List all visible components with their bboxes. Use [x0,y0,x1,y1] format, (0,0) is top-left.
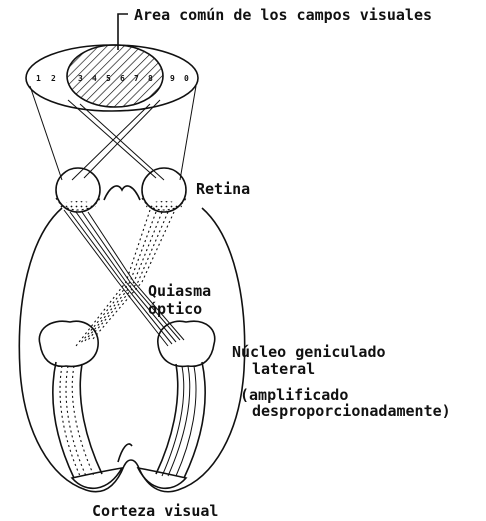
lgn-label-line2: lateral [252,360,315,378]
cortex-label: Corteza visual [92,502,218,520]
chiasm-label-line2: óptico [148,300,202,318]
field-number-6: 6 [120,74,125,83]
left-lgn [39,321,98,366]
field-number-8: 8 [148,74,153,83]
lgn-label-line1: Núcleo geniculado [232,343,386,361]
field-number-5: 5 [106,74,111,83]
left-optic-radiation [53,362,102,478]
retina-label: Retina [196,180,250,198]
field-number-2: 2 [51,74,56,83]
field-number-9: 9 [170,74,175,83]
left-visual-cortex [72,468,122,488]
right-optic-radiation [156,362,205,478]
right-eye [142,168,186,212]
common-area-label: Area común de los campos visuales [134,6,432,24]
field-number-1: 1 [36,74,41,83]
field-number-3: 3 [78,74,83,83]
field-number-7: 7 [134,74,139,83]
chiasm-label-line1: Quiasma [148,282,211,300]
brain-outline [19,186,244,492]
field-number-4: 4 [92,74,97,83]
right-visual-cortex [138,468,186,488]
visual-field: 1 2 3 4 5 6 7 8 9 0 [26,45,198,111]
lgn-label-line4: desproporcionadamente) [252,402,451,420]
field-number-0: 0 [184,74,189,83]
